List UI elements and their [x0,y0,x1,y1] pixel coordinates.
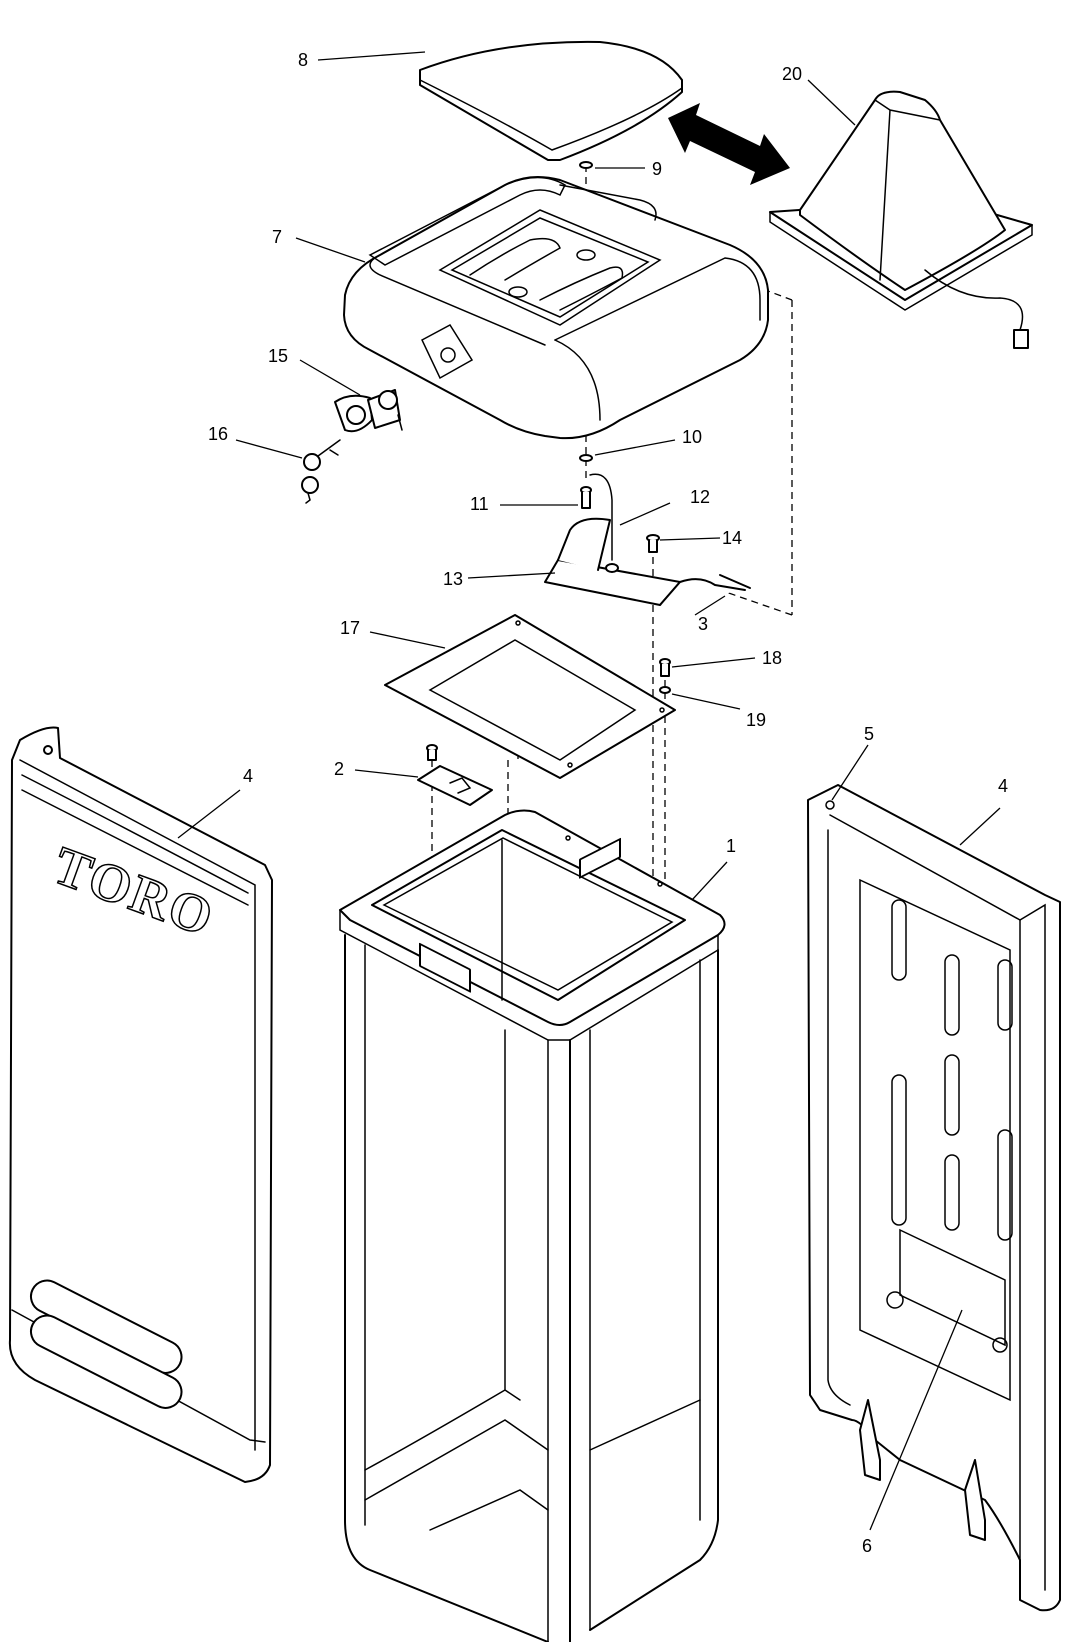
callout-14: 14 [722,528,742,548]
side-panel-right-part [807,784,1061,1612]
washer-part [579,454,593,462]
leader-lines [177,51,1001,1531]
callout-20: 20 [782,64,802,84]
double-arrow-icon [668,103,790,185]
callout-4-left: 4 [243,766,253,786]
screw-part [659,658,671,694]
screw-part [646,534,660,553]
lid-housing-part [343,175,769,440]
callout-11: 11 [470,494,489,514]
keys-part [301,439,341,504]
washer-part [579,161,593,169]
callout-15: 15 [268,346,288,366]
callout-10: 10 [682,427,702,447]
gasket-plate-part [384,614,676,779]
callout-18: 18 [762,648,782,668]
callout-2: 2 [334,759,344,779]
callout-7: 7 [272,227,282,247]
pedestal-body-part [339,809,726,1642]
screw-part [580,486,592,509]
callout-9: 9 [652,159,662,179]
callout-5: 5 [864,724,874,744]
callout-13: 13 [443,569,463,589]
callout-16: 16 [208,424,228,444]
callout-8: 8 [298,50,308,70]
protective-cover-part [769,90,1033,349]
callout-1: 1 [726,836,736,856]
small-bracket-part [417,744,493,806]
callout-19: 19 [746,710,766,730]
callout-4-right: 4 [998,776,1008,796]
callout-6: 6 [862,1536,872,1556]
callout-17: 17 [340,618,360,638]
callout-12: 12 [690,487,710,507]
callout-3: 3 [698,614,708,634]
latch-bracket-part [544,473,751,606]
lock-cylinder-part [334,389,403,433]
callout-labels: 8 9 7 20 15 16 10 11 12 14 13 3 17 18 19… [208,50,1008,1556]
side-panel-left-part: TORO [8,726,273,1483]
lid-pad-part [419,40,683,161]
